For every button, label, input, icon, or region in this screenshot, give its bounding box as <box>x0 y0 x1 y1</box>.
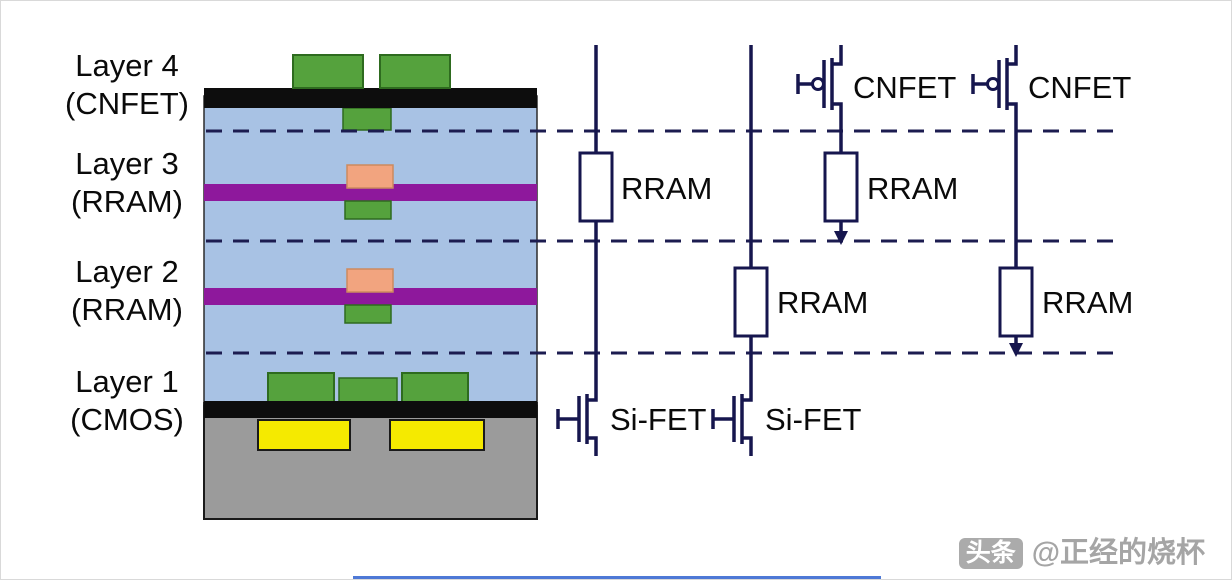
chip-cross-section <box>203 54 538 520</box>
arrowhead-icon <box>1009 343 1023 357</box>
cmos-gate-center <box>338 377 398 405</box>
circuit-column-1: RRAM Si-FET <box>556 45 712 456</box>
rram-cell-layer2 <box>346 268 394 293</box>
pfet-gate-bubble <box>986 77 1000 91</box>
layer2-tech: (RRAM) <box>71 292 183 327</box>
layer4-tech: (CNFET) <box>65 86 189 121</box>
rram-resistor <box>823 151 859 223</box>
circuit-column-4: CNFET RRAM <box>971 45 1133 357</box>
si-fet-symbol <box>556 221 598 456</box>
watermark: 头条 @正经的烧杯 <box>958 537 1205 569</box>
via-under-cnfet <box>342 107 392 131</box>
layer-boundaries <box>206 129 1114 355</box>
rram-stripe-layer3 <box>204 184 537 201</box>
equivalent-circuit: RRAM Si-FET RRAM Si-FET CNFET RRAM <box>556 45 1133 456</box>
cnfet-label-1: CNFET <box>853 70 956 105</box>
rram-resistor <box>578 151 614 223</box>
via-under-layer2 <box>344 304 392 324</box>
substrate-region <box>203 402 538 520</box>
watermark-handle: @正经的烧杯 <box>1031 537 1205 569</box>
doped-region-right <box>389 419 485 451</box>
toutiao-logo: 头条 <box>958 538 1023 569</box>
rram-resistor <box>733 266 769 338</box>
doped-region-left <box>257 419 351 451</box>
si-fet-symbol <box>711 336 753 456</box>
layer4-name: Layer 4 <box>75 48 178 83</box>
rram-resistor <box>998 266 1034 338</box>
cnfet-pad-left <box>292 54 364 89</box>
cnfet-label-2: CNFET <box>1028 70 1131 105</box>
cmos-contact-left <box>267 372 335 405</box>
dielectric-region <box>203 95 538 405</box>
bottom-edge-strip <box>353 576 881 579</box>
layer1-name: Layer 1 <box>75 364 178 399</box>
circuit-column-3: CNFET RRAM <box>796 45 958 245</box>
rram-label-4: RRAM <box>1042 285 1133 320</box>
cmos-contact-right <box>401 372 469 405</box>
rram-label-2: RRAM <box>777 285 868 320</box>
sifet-label-2: Si-FET <box>765 402 862 437</box>
arrowhead-icon <box>834 231 848 245</box>
rram-stripe-layer2 <box>204 288 537 305</box>
rram-cell-layer3 <box>346 164 394 189</box>
sifet-label-1: Si-FET <box>610 402 707 437</box>
layer2-name: Layer 2 <box>75 254 178 289</box>
pfet-gate-bubble <box>811 77 825 91</box>
layer-labels: Layer 4 (CNFET) Layer 3 (RRAM) Layer 2 (… <box>65 48 189 437</box>
rram-label-1: RRAM <box>621 171 712 206</box>
cnfet-pad-right <box>379 54 451 89</box>
metal-bar-bottom <box>204 401 537 418</box>
circuit-column-2: RRAM Si-FET <box>711 45 868 456</box>
metal-bar-top <box>204 88 537 108</box>
cnfet-symbol <box>796 45 843 153</box>
layer3-name: Layer 3 <box>75 146 178 181</box>
rram-label-3: RRAM <box>867 171 958 206</box>
layer1-tech: (CMOS) <box>70 402 184 437</box>
via-under-layer3 <box>344 200 392 220</box>
layer3-tech: (RRAM) <box>71 184 183 219</box>
